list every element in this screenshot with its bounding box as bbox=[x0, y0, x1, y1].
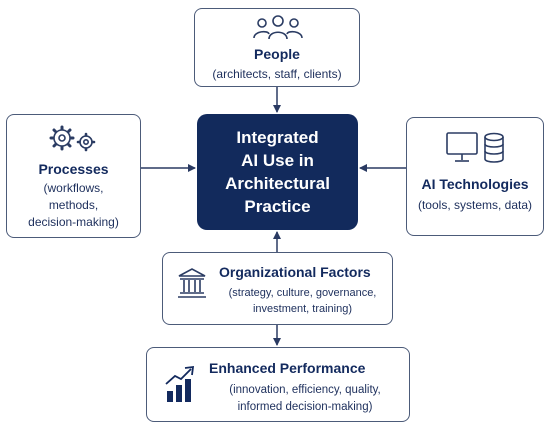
people-subtitle: (architects, staff, clients) bbox=[212, 67, 342, 81]
enhanced-performance-title: Enhanced Performance bbox=[209, 360, 366, 376]
computer-database-icon bbox=[446, 132, 504, 163]
organizational-factors-box: Organizational Factors (strategy, cultur… bbox=[162, 252, 393, 325]
center-title: Integrated AI Use in Architectural Pract… bbox=[225, 128, 330, 216]
gears-icon bbox=[49, 125, 96, 152]
enhanced-performance-subtitle-line-1: (innovation, efficiency, quality, bbox=[229, 384, 381, 396]
processes-subtitle-line-2: methods, bbox=[48, 198, 99, 212]
growth-chart-icon bbox=[165, 365, 195, 402]
people-box: People (architects, staff, clients) bbox=[194, 8, 360, 87]
ai-technologies-title: AI Technologies bbox=[421, 176, 529, 192]
people-title: People bbox=[254, 46, 300, 62]
organizational-factors-subtitle-line-2: investment, training) bbox=[252, 303, 353, 315]
organizational-factors-title: Organizational Factors bbox=[219, 264, 371, 280]
enhanced-performance-box: Enhanced Performance (innovation, effici… bbox=[146, 347, 410, 422]
enhanced-performance-subtitle-line-2: informed decision-making) bbox=[237, 401, 373, 413]
center-box: Integrated AI Use in Architectural Pract… bbox=[197, 114, 358, 230]
processes-title: Processes bbox=[38, 161, 109, 177]
ai-technologies-subtitle: (tools, systems, data) bbox=[417, 198, 533, 212]
people-group-icon bbox=[253, 15, 303, 40]
processes-subtitle-line-1: (workflows, bbox=[43, 181, 104, 195]
organizational-factors-subtitle-line-1: (strategy, culture, governance, bbox=[228, 287, 377, 299]
ai-technologies-box: AI Technologies (tools, systems, data) bbox=[406, 117, 544, 236]
processes-subtitle-line-3: decision-making) bbox=[28, 215, 119, 229]
processes-box: Processes (workflows, methods, decision-… bbox=[6, 114, 141, 238]
institution-building-icon bbox=[178, 268, 206, 298]
